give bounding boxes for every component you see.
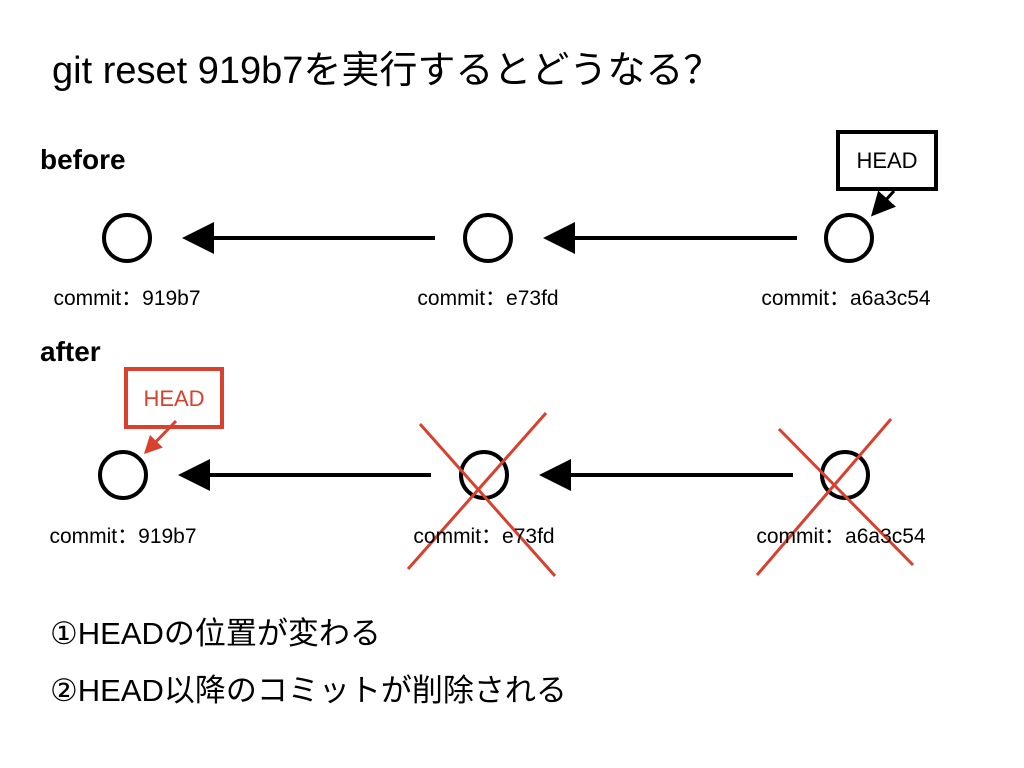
commit-label: commit：e73fd bbox=[417, 287, 559, 310]
commit-node-919b7-after bbox=[98, 450, 148, 500]
commit-node-919b7-before bbox=[102, 213, 152, 263]
commit-label: commit：a6a3c54 bbox=[756, 525, 926, 548]
after-heading: after bbox=[40, 336, 101, 367]
head-box-before bbox=[836, 130, 938, 191]
note-1: ①HEADの位置が変わる bbox=[50, 616, 381, 651]
note-2: ②HEAD以降のコミットが削除される bbox=[50, 673, 567, 708]
commit-node-e73fd-before bbox=[463, 213, 513, 263]
commit-label: commit：919b7 bbox=[49, 525, 197, 548]
cross-mark-e73fd bbox=[406, 412, 557, 577]
before-heading: before bbox=[40, 144, 126, 175]
head-pointer-arrow-red bbox=[143, 419, 178, 455]
head-label-after: HEAD bbox=[143, 386, 205, 411]
slide-title: git reset 919b7を実行するとどうなる？ bbox=[52, 50, 722, 92]
commit-label: commit：919b7 bbox=[53, 287, 201, 310]
cross-mark-a6a3c54 bbox=[755, 418, 915, 576]
head-box-after bbox=[124, 367, 224, 429]
head-label-before: HEAD bbox=[856, 148, 918, 173]
commit-label: commit：e73fd bbox=[413, 525, 555, 548]
commit-node-e73fd-after bbox=[459, 450, 509, 500]
commit-label: commit：a6a3c54 bbox=[761, 287, 931, 310]
head-pointer-arrow bbox=[870, 189, 896, 217]
commit-node-a6a3c54-before bbox=[824, 213, 874, 263]
